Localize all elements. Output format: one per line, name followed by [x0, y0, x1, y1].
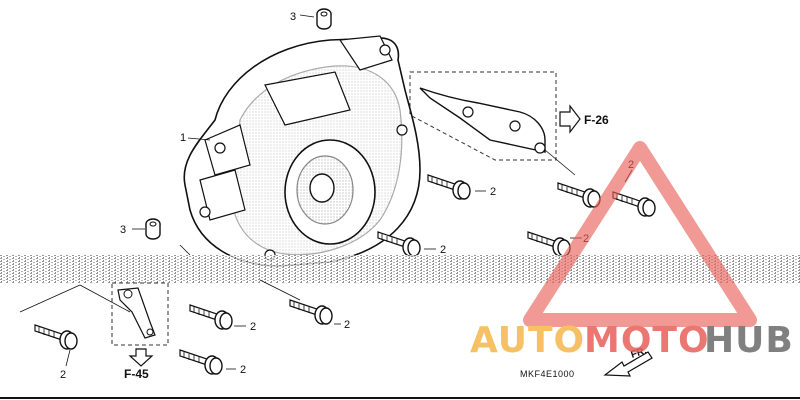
callout-2-h: 2 — [240, 364, 246, 376]
front-arrow: FR. — [603, 345, 653, 377]
diagram-code: MKF4E1000 — [520, 369, 575, 379]
bolt-a: 2 — [427, 174, 496, 200]
f26-reference: F-26 — [559, 104, 609, 134]
front-label: FR. — [630, 345, 649, 361]
bolt-i: 2 — [179, 349, 246, 376]
watermark-logo: AUTO MOTO HUB — [470, 141, 794, 361]
leader-line — [79, 284, 131, 313]
callout-2-b: 2 — [440, 244, 446, 256]
leader-line — [259, 279, 301, 301]
bolt-b: 2 — [377, 231, 446, 257]
callout-2-a: 2 — [490, 186, 496, 198]
watermark-triangle-icon — [523, 141, 757, 327]
bolt-f: 2 — [34, 324, 78, 381]
leader-line — [19, 284, 81, 313]
collar-top: 3 — [290, 8, 332, 30]
callout-2-g: 2 — [344, 319, 350, 331]
f45-reference: F-45 — [111, 282, 169, 381]
collar-mid: 3 — [120, 218, 161, 240]
leader-line — [179, 244, 191, 256]
callout-3-top: 3 — [290, 11, 296, 23]
generator-cover — [183, 35, 421, 267]
callout-3-mid: 3 — [120, 224, 126, 236]
bolt-h: 2 — [289, 299, 350, 331]
callout-1-group: 1 — [180, 132, 211, 144]
f26-label: F-26 — [584, 113, 609, 127]
bracket-assembly — [409, 71, 576, 176]
callout-2-e: 2 — [60, 369, 66, 381]
callout-2-f: 2 — [250, 321, 256, 333]
watermark-part2: MOTO — [584, 320, 710, 361]
callout-1: 1 — [180, 132, 186, 144]
bolt-g: 2 — [189, 304, 256, 333]
watermark-part1: AUTO — [470, 320, 585, 361]
watermark-part3: HUB — [704, 320, 794, 361]
bolt-c — [557, 182, 601, 208]
scan-noise-band — [0, 255, 800, 283]
f45-label: F-45 — [124, 367, 149, 381]
